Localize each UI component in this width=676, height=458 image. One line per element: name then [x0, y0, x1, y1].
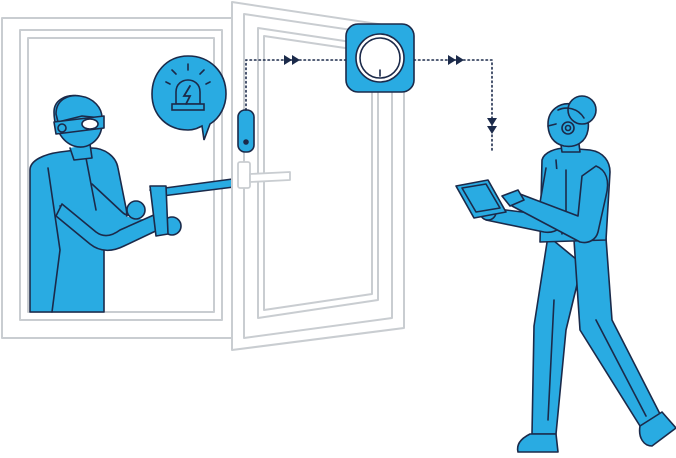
- window-handle: [237, 161, 291, 189]
- tablet: [455, 179, 507, 219]
- open-window-sash: [231, 1, 405, 351]
- alarm-speech-bubble: [151, 55, 227, 141]
- homeowner-figure: [479, 95, 676, 453]
- window-contact-sensor: [237, 109, 255, 153]
- siren-lightning-icon: [165, 63, 211, 111]
- smart-hub-device: [345, 23, 415, 93]
- double-arrow-icon: [284, 55, 497, 134]
- crowbar: [149, 177, 243, 237]
- burglar-figure: [29, 94, 182, 313]
- hub-dial-icon: [355, 33, 405, 83]
